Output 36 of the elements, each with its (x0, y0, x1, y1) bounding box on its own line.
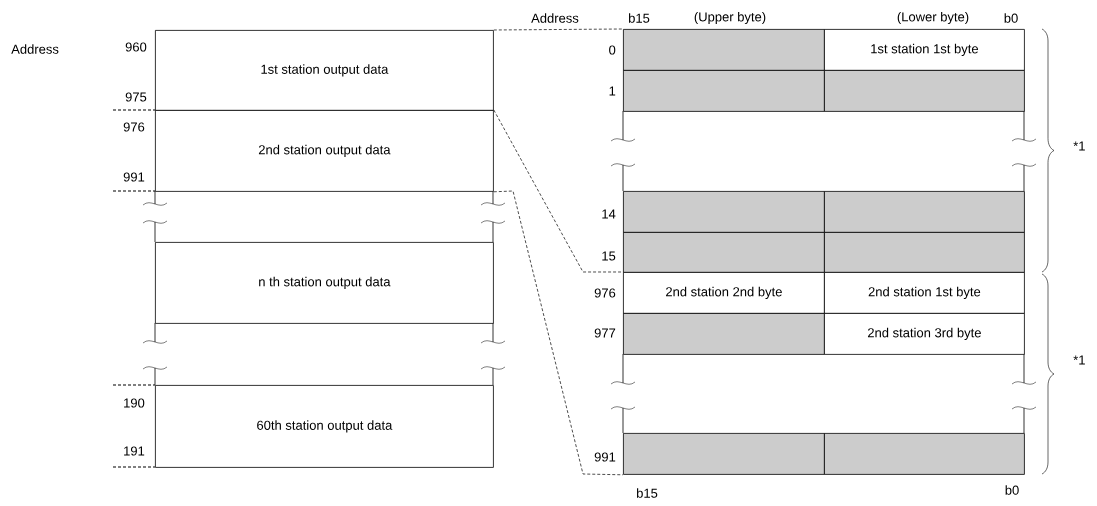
table-cell: 2nd station 2nd byte (623, 272, 825, 314)
table-cell (623, 29, 825, 71)
address-number: 14 (602, 209, 616, 219)
column-heading: Address (531, 13, 579, 23)
address-number: 976 (594, 288, 616, 298)
address-number: 976 (123, 122, 145, 132)
bit-label: b15 (629, 13, 650, 23)
address-number: 977 (594, 328, 616, 338)
table-cell (623, 232, 825, 273)
address-number: 1 (609, 86, 616, 96)
table-cell (824, 433, 1025, 475)
table-cell (824, 70, 1025, 112)
leader-line (493, 28, 624, 31)
table-cell (623, 433, 825, 475)
memory-block: 2nd station output data (155, 110, 494, 192)
address-number: 975 (125, 92, 147, 102)
table-cell (623, 191, 825, 233)
table-cell (623, 70, 825, 112)
memory-block: n th station output data (155, 242, 494, 324)
column-heading: Address (11, 44, 59, 54)
table-cell (824, 191, 1025, 233)
leader-line (493, 190, 624, 476)
table-cell (623, 313, 825, 355)
address-number: 991 (594, 452, 616, 462)
memory-block: 60th station output data (155, 385, 494, 468)
table-cell: 1st station 1st byte (824, 29, 1025, 71)
leader-line (493, 109, 624, 273)
bit-label: b15 (637, 488, 658, 498)
table-cell: 2nd station 3rd byte (824, 313, 1025, 355)
address-number: 0 (609, 45, 616, 55)
note-marker: *1 (1073, 141, 1085, 151)
address-number: 15 (602, 251, 616, 261)
table-cell: 2nd station 1st byte (824, 272, 1025, 314)
note-marker: *1 (1073, 355, 1085, 365)
table-cell (824, 232, 1025, 273)
memory-block: 1st station output data (155, 30, 494, 111)
